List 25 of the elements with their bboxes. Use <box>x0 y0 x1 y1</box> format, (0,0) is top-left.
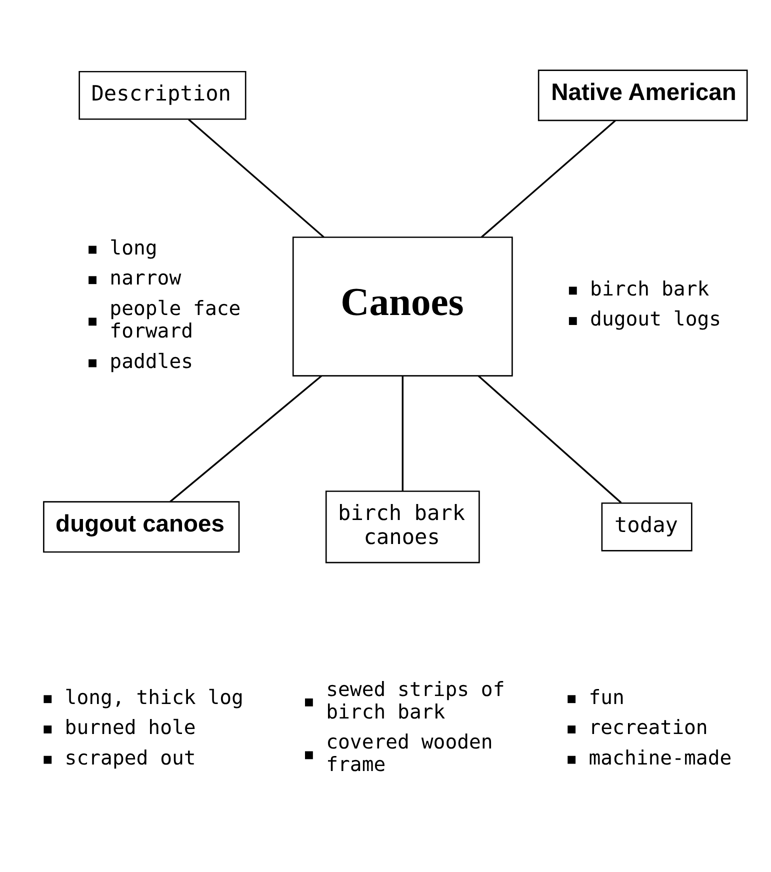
node-label: burned hole <box>64 716 196 739</box>
node-label: narrow <box>110 266 182 290</box>
node-box: Native American <box>538 69 748 121</box>
connector <box>188 118 324 238</box>
node-box: Canoes <box>292 236 513 376</box>
connector <box>402 376 404 490</box>
node-label: dugout logs <box>590 307 722 330</box>
node-box: today <box>601 502 692 551</box>
node-label: recreation <box>588 716 708 739</box>
node-label: birch bark <box>590 276 710 300</box>
node-label: long <box>110 236 158 259</box>
node-label: people face forward <box>110 296 241 342</box>
connector <box>478 374 622 503</box>
node-label: scraped out <box>64 746 196 769</box>
connector <box>170 374 322 502</box>
connector <box>481 120 616 238</box>
node-label: machine-made <box>588 746 732 769</box>
node-label: long, thick log <box>64 685 244 708</box>
node-label: paddles <box>110 349 194 372</box>
node-box: dugout canoes <box>43 500 240 552</box>
node-label: fun <box>588 685 624 708</box>
node-label: covered wooden frame <box>326 730 493 776</box>
node-label: sewed strips of birch bark <box>326 677 505 723</box>
node-box: birch bark canoes <box>325 490 480 563</box>
node-box: Description <box>78 70 246 120</box>
